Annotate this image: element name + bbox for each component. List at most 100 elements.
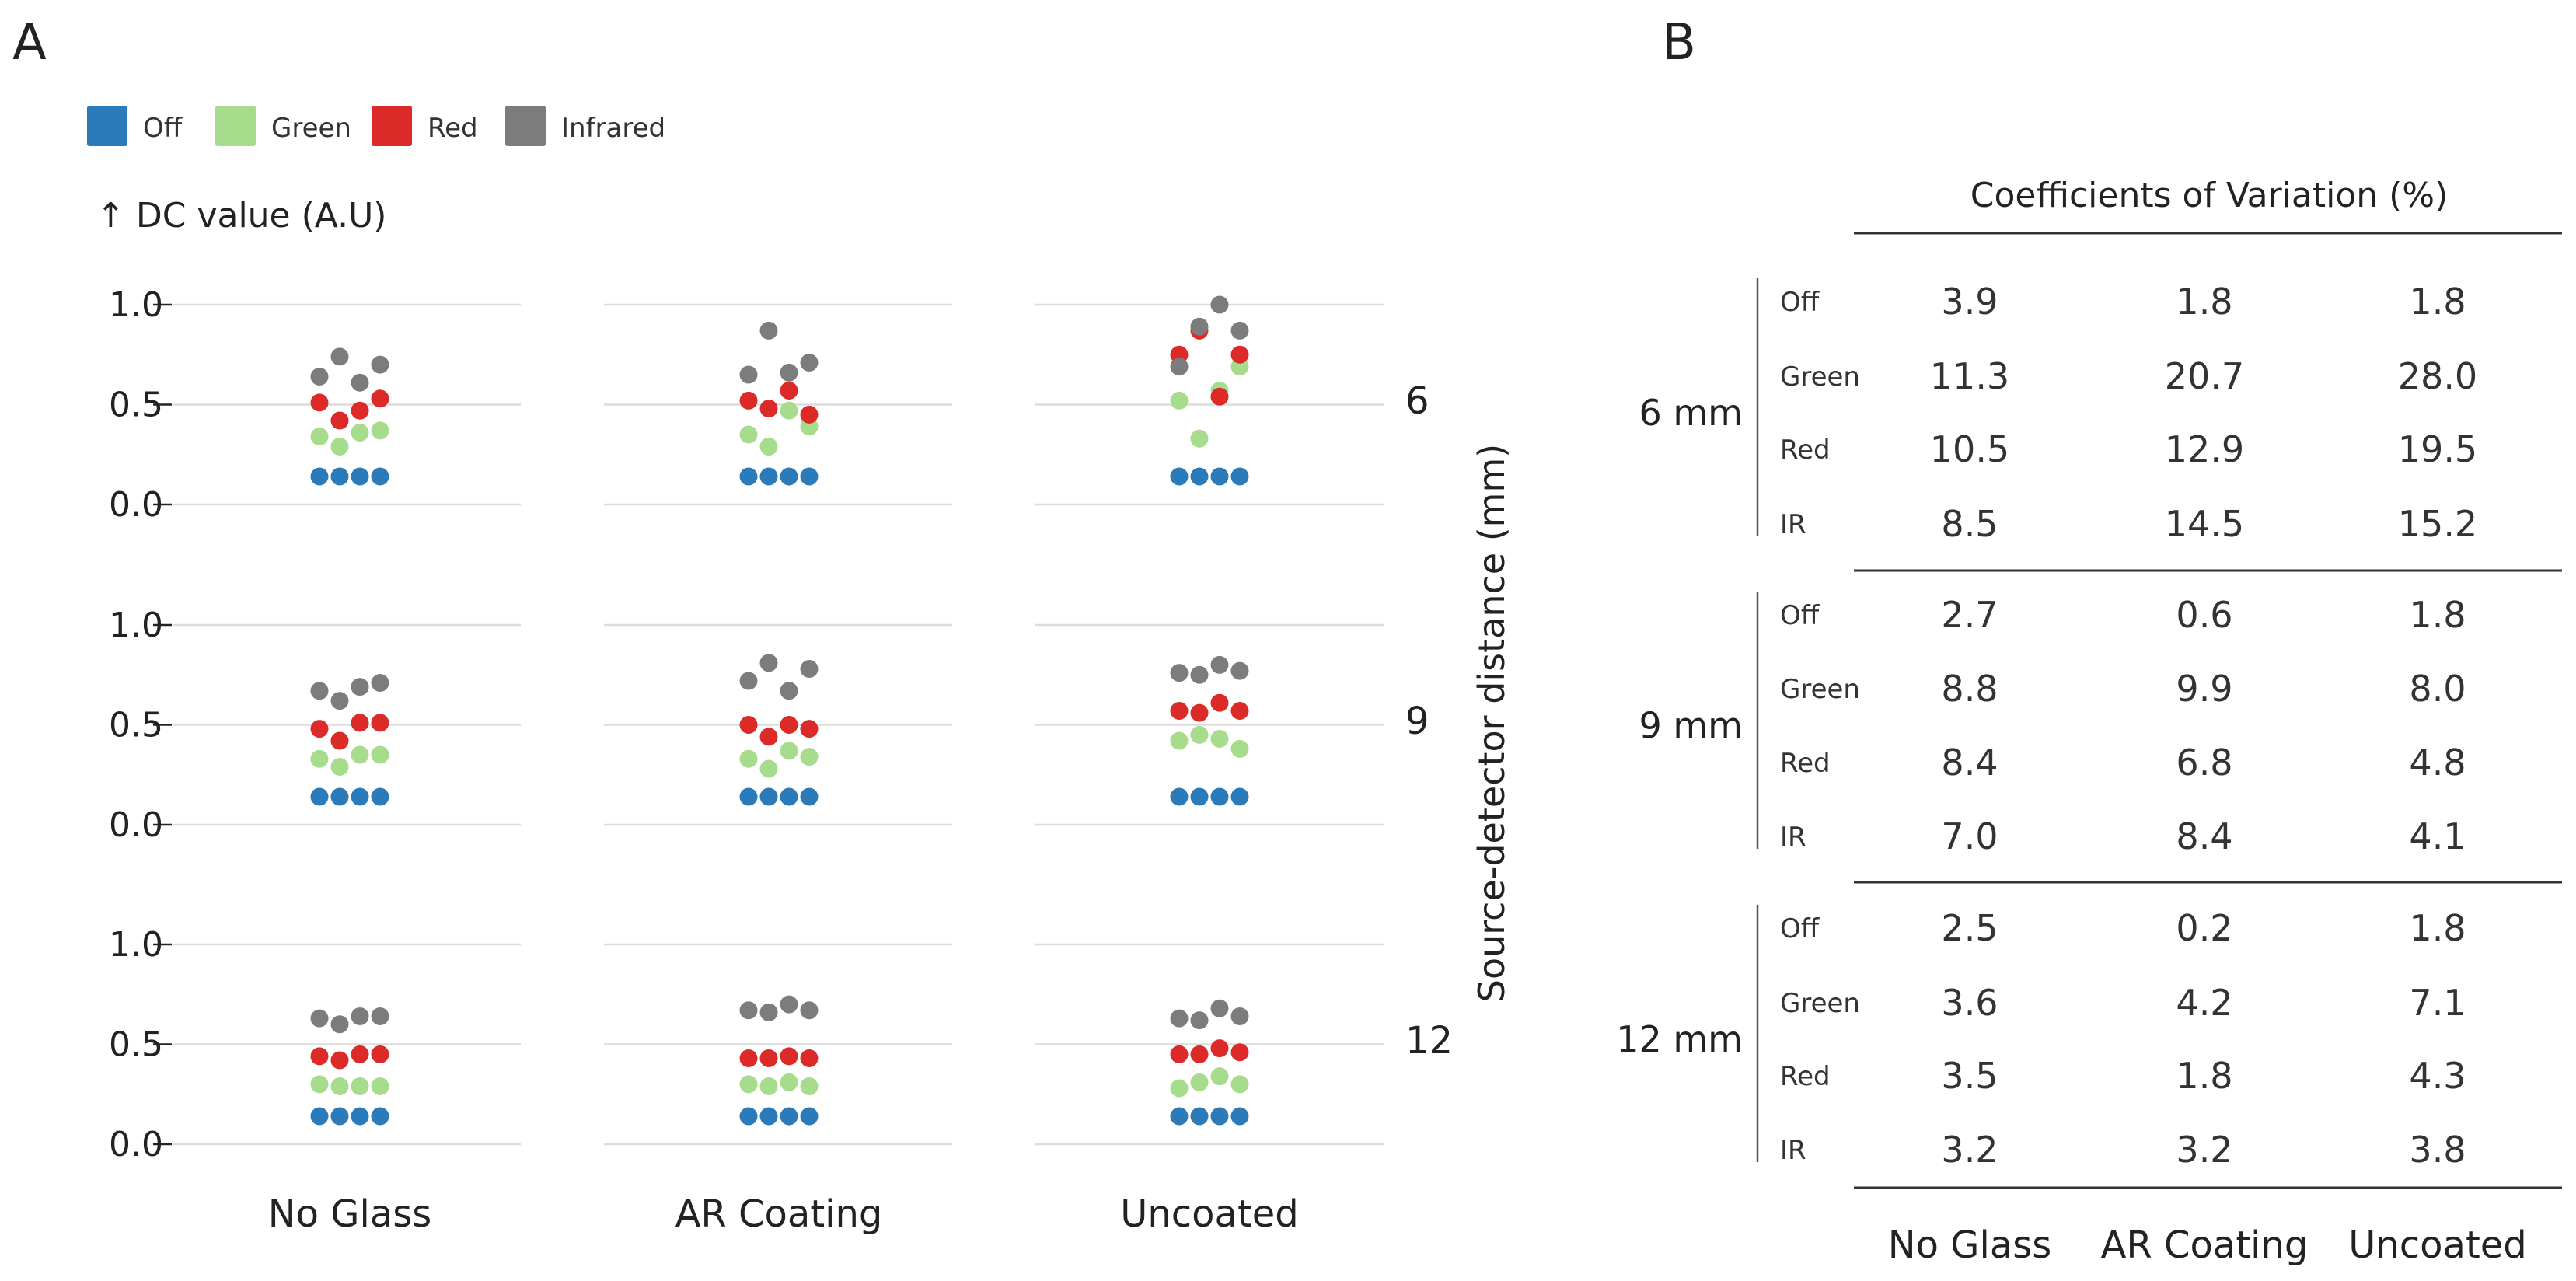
- panel-a-points: [310, 295, 1249, 1126]
- point-green: [330, 1077, 349, 1095]
- point-infrared: [310, 1009, 329, 1028]
- point-infrared: [330, 347, 349, 366]
- point-infrared: [1210, 999, 1229, 1017]
- point-red: [739, 391, 758, 410]
- point-green: [739, 425, 758, 444]
- table-cell: 8.4: [2176, 815, 2232, 857]
- point-green: [310, 428, 329, 446]
- row-axis-title: Source-detector distance (mm): [1471, 444, 1513, 1002]
- row-name-green: Green: [1780, 674, 1860, 705]
- table-cell: 4.3: [2409, 1055, 2466, 1097]
- table-column-label-no-glass: No Glass: [1888, 1223, 2052, 1267]
- point-infrared: [1230, 1007, 1249, 1026]
- point-green: [780, 742, 798, 760]
- legend-swatch-red: [372, 106, 412, 146]
- point-red: [1230, 345, 1249, 364]
- point-red: [780, 382, 798, 400]
- point-red: [330, 1051, 349, 1070]
- point-off: [310, 1107, 329, 1126]
- point-infrared: [739, 672, 758, 690]
- row-label-12: 12: [1405, 1019, 1453, 1063]
- row-name-green: Green: [1780, 988, 1860, 1019]
- point-off: [1190, 787, 1209, 806]
- point-green: [1210, 729, 1229, 748]
- point-off: [1230, 467, 1249, 486]
- row-name-ir: IR: [1780, 1135, 1806, 1166]
- point-green: [310, 1075, 329, 1094]
- point-red: [1170, 1045, 1189, 1063]
- point-infrared: [1190, 1011, 1209, 1030]
- point-off: [330, 467, 349, 486]
- table-cell: 3.8: [2409, 1129, 2466, 1171]
- point-red: [780, 716, 798, 734]
- point-red: [759, 400, 778, 418]
- table-title: Coefficients of Variation (%): [1970, 176, 2449, 215]
- group-label-12-mm: 12 mm: [1616, 1018, 1743, 1060]
- point-red: [800, 1049, 819, 1067]
- point-infrared: [739, 365, 758, 384]
- table-cell: 7.0: [1941, 815, 1998, 857]
- point-green: [780, 1073, 798, 1091]
- point-off: [739, 467, 758, 486]
- table-cell: 20.7: [2165, 355, 2244, 397]
- legend-swatch-off: [87, 106, 127, 146]
- point-red: [351, 1045, 369, 1063]
- legend-label-green: Green: [271, 113, 351, 144]
- point-off: [780, 787, 798, 806]
- table-cell: 10.5: [1930, 428, 2009, 470]
- point-green: [310, 749, 329, 768]
- table-cell: 1.8: [2409, 907, 2466, 949]
- point-off: [800, 787, 819, 806]
- point-infrared: [371, 1007, 389, 1026]
- point-infrared: [759, 654, 778, 672]
- point-infrared: [1170, 1009, 1189, 1028]
- table-cell: 3.2: [1941, 1129, 1998, 1171]
- point-off: [1230, 787, 1249, 806]
- table-cell: 9.9: [2176, 668, 2232, 710]
- point-green: [1190, 1073, 1209, 1091]
- row-name-ir: IR: [1780, 822, 1806, 853]
- table-cell: 4.1: [2409, 815, 2466, 857]
- point-green: [1230, 739, 1249, 758]
- point-green: [759, 437, 778, 456]
- legend-label-off: Off: [143, 113, 183, 144]
- point-green: [800, 1077, 819, 1095]
- point-green: [739, 1075, 758, 1094]
- point-red: [1210, 387, 1229, 406]
- point-off: [759, 1107, 778, 1126]
- table-cell: 8.0: [2409, 668, 2466, 710]
- point-green: [1170, 731, 1189, 750]
- point-red: [330, 731, 349, 750]
- point-off: [1170, 1107, 1189, 1126]
- table-cell: 19.5: [2398, 428, 2477, 470]
- point-infrared: [800, 354, 819, 372]
- table-cell: 3.2: [2176, 1129, 2232, 1171]
- point-green: [1170, 1079, 1189, 1098]
- point-green: [1230, 1075, 1249, 1094]
- point-green: [800, 748, 819, 766]
- group-label-9-mm: 9 mm: [1639, 705, 1743, 747]
- point-infrared: [371, 355, 389, 374]
- point-green: [759, 1077, 778, 1095]
- point-infrared: [371, 674, 389, 693]
- row-name-red: Red: [1780, 435, 1831, 466]
- table-cell: 4.2: [2176, 982, 2232, 1024]
- point-red: [351, 401, 369, 420]
- point-off: [330, 787, 349, 806]
- table-cell: 1.8: [2176, 281, 2232, 323]
- row-name-off: Off: [1780, 600, 1820, 631]
- point-infrared: [739, 1001, 758, 1020]
- point-infrared: [1170, 664, 1189, 682]
- point-green: [759, 759, 778, 778]
- point-infrared: [310, 368, 329, 386]
- table-cell: 8.5: [1941, 503, 1998, 545]
- table-cell: 0.6: [2176, 594, 2232, 636]
- table-cell: 2.5: [1941, 907, 1998, 949]
- table-cell: 3.5: [1941, 1055, 1998, 1097]
- point-off: [1210, 467, 1229, 486]
- point-red: [780, 1047, 798, 1066]
- table-cell: 15.2: [2398, 503, 2477, 545]
- table-cell: 1.8: [2409, 281, 2466, 323]
- point-green: [351, 1077, 369, 1095]
